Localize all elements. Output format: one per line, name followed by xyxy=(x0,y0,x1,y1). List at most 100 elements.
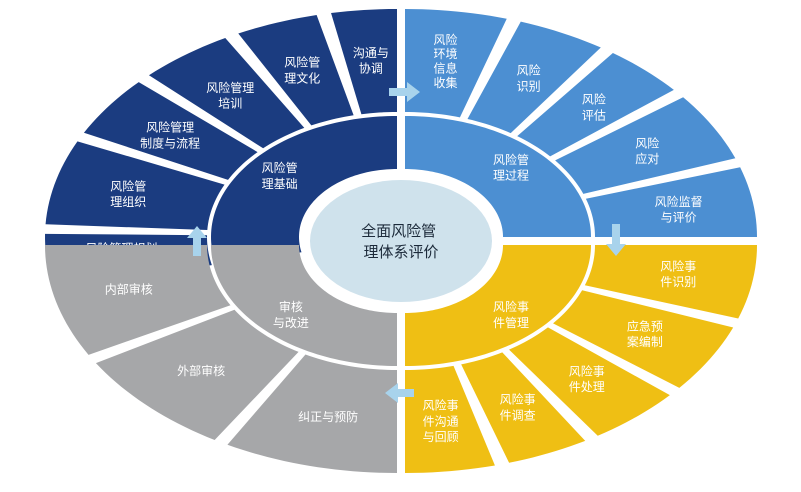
segment-label-line: 协调 xyxy=(359,60,383,75)
segment-label-line: 识别 xyxy=(517,79,541,93)
segment-event xyxy=(553,290,734,388)
flow-arrow xyxy=(389,82,420,102)
segment-label: 风险应对 xyxy=(635,135,659,166)
segment-event xyxy=(584,245,757,319)
segment-label-line: 与回顾 xyxy=(423,430,459,444)
segment-process xyxy=(405,9,507,118)
inner-band-event xyxy=(405,245,591,366)
segment-label: 应急预案编制 xyxy=(627,318,663,349)
segment-label-line: 理基础 xyxy=(262,177,298,191)
segment-label-line: 环境 xyxy=(433,46,457,61)
segment-label: 风险环境信息收集 xyxy=(433,32,457,90)
segment-event xyxy=(509,327,670,436)
center-ellipse xyxy=(310,180,492,302)
segment-label-line: 风险管 xyxy=(493,152,529,167)
segment-foundation xyxy=(238,15,354,126)
segment-label-line: 风险事 xyxy=(423,398,459,413)
center-label: 全面风险管 理体系评价 xyxy=(361,222,441,261)
segment-label-line: 应急预 xyxy=(627,318,663,333)
segment-label-line: 纠正与预防 xyxy=(298,409,358,424)
segment-label-line: 风险事 xyxy=(493,299,529,314)
segment-label-line: 风险事 xyxy=(660,259,696,274)
segment-label: 风险管理基础 xyxy=(262,160,298,191)
segment-label: 风险管理组织 xyxy=(110,179,146,210)
inner-band-foundation xyxy=(211,116,397,265)
segment-process xyxy=(517,53,674,157)
segment-label: 沟通与协调 xyxy=(353,46,389,76)
segment-label-line: 理组织 xyxy=(110,195,146,209)
segment-label-line: 外部审核 xyxy=(177,363,225,378)
segment-label-line: 与改进 xyxy=(273,316,309,330)
segment-process xyxy=(585,167,757,237)
segment-label-line: 件处理 xyxy=(569,380,605,394)
center-layer: 全面风险管 理体系评价 xyxy=(310,180,492,302)
segment-label-line: 件识别 xyxy=(660,275,696,289)
segment-foundation xyxy=(148,37,305,149)
segment-label-line: 审核 xyxy=(279,299,303,314)
segment-label: 风险事件识别 xyxy=(660,259,696,290)
flow-arrow xyxy=(385,383,414,403)
flow-arrow xyxy=(606,224,626,256)
segment-event xyxy=(405,365,495,473)
segment-process xyxy=(555,97,736,194)
segment-label-line: 风险 xyxy=(433,32,457,47)
segment-label: 纠正与预防 xyxy=(298,409,358,424)
segment-label-line: 风险 xyxy=(582,92,606,107)
segment-label: 审核与改进 xyxy=(273,299,309,330)
segment-label: 风险监督与评价 xyxy=(655,194,703,225)
segment-label-line: 件管理 xyxy=(493,315,529,330)
segment-label-line: 风险事 xyxy=(500,392,536,407)
segment-label: 风险评估 xyxy=(582,92,606,123)
quadrant-layer: 风险管理基础风险管理规划与工作计划风险管理组织风险管理制度与流程风险管理培训风险… xyxy=(45,9,757,473)
segment-event xyxy=(461,352,586,463)
segment-audit xyxy=(45,245,231,355)
segment-audit xyxy=(95,309,299,441)
segment-label-line: 风险管理 xyxy=(206,80,254,95)
segment-label: 风险识别 xyxy=(517,63,541,94)
segment-process xyxy=(467,21,601,134)
segment-label: 风险事件管理 xyxy=(493,299,529,330)
segment-label-line: 沟通与 xyxy=(353,46,389,60)
flow-arrow xyxy=(187,226,207,256)
segment-foundation xyxy=(83,82,258,180)
segment-label-line: 与评价 xyxy=(661,211,697,225)
segment-label-line: 风险管 xyxy=(262,160,298,175)
segment-label-line: 理过程 xyxy=(493,167,529,182)
segment-label: 风险事件沟通与回顾 xyxy=(423,398,459,444)
segment-label-line: 风险管理 xyxy=(146,120,194,135)
segment-label: 风险管理培训 xyxy=(206,80,254,111)
segment-label: 风险事件调查 xyxy=(500,392,536,423)
segment-label-line: 风险事 xyxy=(569,363,605,378)
segment-label-line: 案编制 xyxy=(627,334,663,349)
segment-label: 风险管理文化 xyxy=(284,55,320,86)
segment-label-line: 风险监督 xyxy=(655,194,703,209)
segment-label-line: 制度与流程 xyxy=(140,135,200,150)
segment-label-line: 风险管 xyxy=(110,179,146,194)
segment-foundation xyxy=(331,9,397,115)
segment-label-line: 风险 xyxy=(517,63,541,78)
segment-label: 内部审核 xyxy=(105,281,153,296)
segment-label-line: 培训 xyxy=(218,95,242,110)
inner-band-process xyxy=(405,116,591,237)
segment-label-line: 风险 xyxy=(635,135,659,150)
segment-label-line: 内部审核 xyxy=(105,281,153,296)
segment-label: 风险管理制度与流程 xyxy=(140,120,200,151)
segment-label-line: 评估 xyxy=(582,108,606,122)
segment-label-line: 件调查 xyxy=(500,408,536,422)
segment-audit xyxy=(227,354,397,473)
inner-band-audit xyxy=(211,245,397,366)
segment-label-line: 风险管 xyxy=(284,55,320,70)
center-label-line: 理体系评价 xyxy=(363,243,438,261)
segment-label: 外部审核 xyxy=(177,363,225,378)
segment-label-line: 件沟通 xyxy=(423,414,459,428)
segment-label-line: 信息 xyxy=(433,61,457,76)
segment-foundation xyxy=(45,141,225,231)
segment-label-line: 理文化 xyxy=(284,70,320,85)
segment-label: 风险事件处理 xyxy=(569,363,605,394)
segment-label-line: 应对 xyxy=(635,151,659,166)
arrow-layer xyxy=(187,82,626,403)
